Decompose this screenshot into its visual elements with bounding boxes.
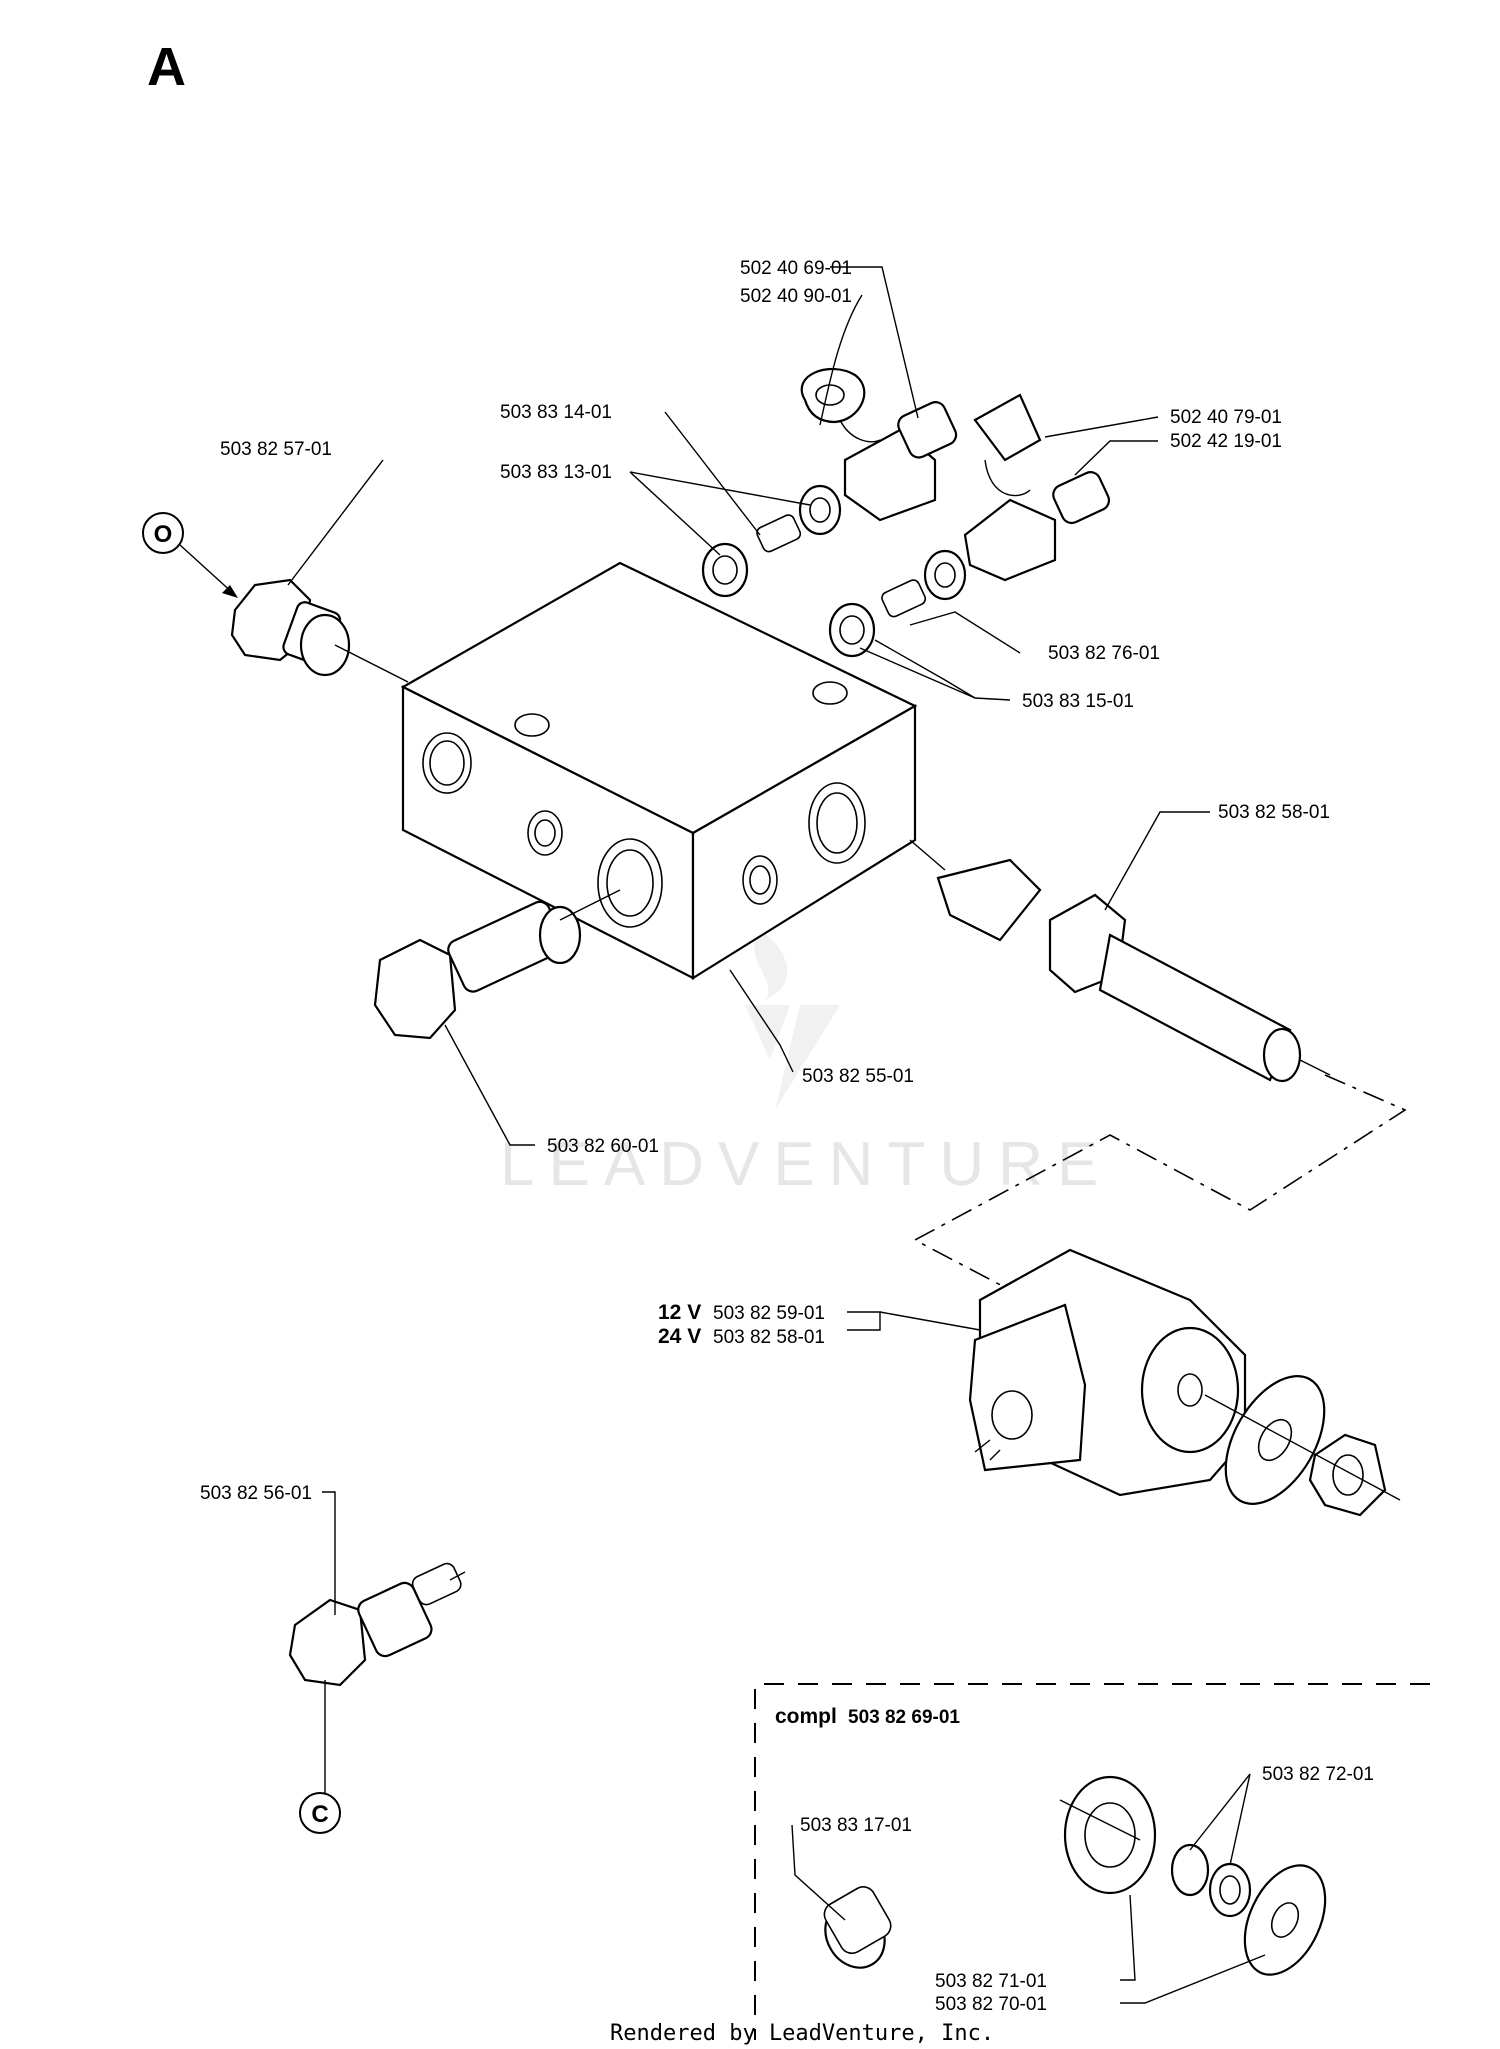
solenoid-valve-cartridge[interactable] (909, 839, 1331, 1083)
kit-filter-screw[interactable] (814, 1883, 896, 1979)
credit-text: Rendered by LeadVenture, Inc. (610, 2021, 994, 2046)
valve-block[interactable] (400, 561, 918, 980)
label-kit-503-82-69-01: 503 82 69-01 (848, 1707, 960, 1728)
part-labels: 502 40 69-01 502 40 90-01 503 83 14-01 5… (200, 258, 1374, 2015)
coil-nut[interactable] (1204, 1394, 1401, 1517)
check-valves[interactable] (755, 513, 927, 618)
plug-fitting-c[interactable] (288, 1561, 466, 1687)
label-503-82-58-01-valve: 503 82 58-01 (1218, 802, 1330, 823)
leader-lines (287, 266, 1266, 2004)
label-503-82-76-01: 503 82 76-01 (1048, 643, 1160, 664)
label-12v: 12 V (658, 1301, 701, 1324)
quick-coupler-upper[interactable] (800, 367, 960, 522)
label-503-82-60-01: 503 82 60-01 (547, 1136, 659, 1157)
svg-text:O: O (154, 521, 173, 548)
label-503-83-14-01: 503 83 14-01 (500, 402, 612, 423)
quick-coupler-right[interactable] (963, 393, 1112, 582)
label-503-82-56-01: 503 82 56-01 (200, 1483, 312, 1504)
label-503-82-57-01: 503 82 57-01 (220, 439, 332, 460)
label-503-83-15-01: 503 83 15-01 (1022, 691, 1134, 712)
label-503-82-55-01: 503 82 55-01 (802, 1066, 914, 1087)
solenoid-coil[interactable] (968, 1248, 1247, 1497)
port-marker-c: C (299, 1792, 341, 1834)
port-marker-o: O (142, 512, 238, 598)
plug-fitting-o[interactable] (230, 578, 409, 683)
watermark-logo (745, 930, 840, 1110)
label-503-82-72-01: 503 82 72-01 (1262, 1764, 1374, 1785)
label-503-82-59-01: 503 82 59-01 (713, 1303, 825, 1324)
kit-seal-housing[interactable] (1059, 1775, 1157, 1895)
kit-washer[interactable] (1229, 1853, 1341, 1988)
label-502-42-19-01: 502 42 19-01 (1170, 431, 1282, 452)
kit-o-rings[interactable] (1170, 1843, 1252, 1918)
label-502-40-79-01: 502 40 79-01 (1170, 407, 1282, 428)
svg-text:C: C (311, 1801, 328, 1828)
watermark-text: LEADVENTURE (500, 1130, 1112, 1199)
label-24v: 24 V (658, 1325, 701, 1348)
label-502-40-69-01: 502 40 69-01 (740, 258, 852, 279)
label-503-82-70-01: 503 82 70-01 (935, 1994, 1047, 2015)
label-503-82-71-01: 503 82 71-01 (935, 1971, 1047, 1992)
label-502-40-90-01: 502 40 90-01 (740, 286, 852, 307)
label-503-82-58-01-coil: 503 82 58-01 (713, 1327, 825, 1348)
coil-washer[interactable] (1205, 1359, 1344, 1520)
label-503-83-17-01: 503 83 17-01 (800, 1815, 912, 1836)
kit-prefix: compl (775, 1705, 837, 1728)
section-letter: A (147, 37, 186, 97)
label-503-83-13-01: 503 83 13-01 (500, 462, 612, 483)
seal-washers[interactable] (701, 484, 967, 658)
cartridge-plug[interactable] (373, 889, 621, 1040)
